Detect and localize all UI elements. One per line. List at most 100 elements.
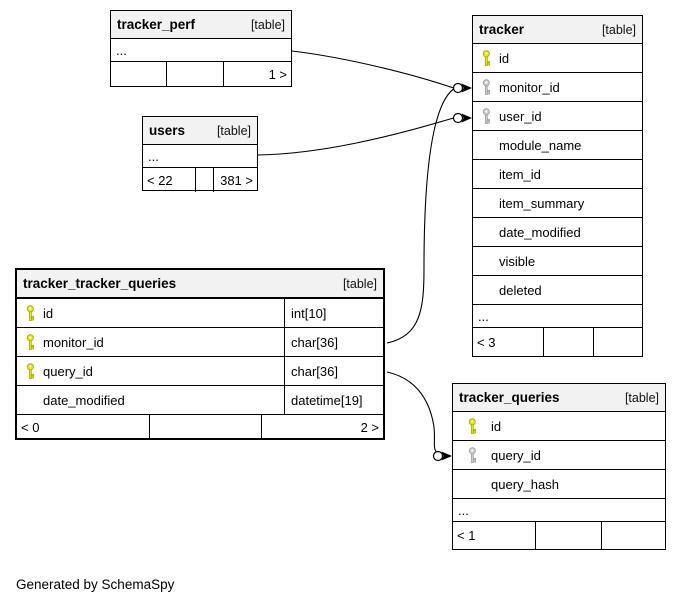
column-row-monitor_id[interactable]: monitor_id [473,73,642,102]
column-type: char[36] [284,357,383,385]
no-key-spacer [473,247,499,275]
column-type: datetime[19] [284,386,383,414]
table-tracker-perf[interactable]: tracker_perf [table] ... 1 > [110,10,292,87]
footer-parents-count [593,328,642,356]
column-name: monitor_id [499,79,560,95]
column-row-id[interactable]: id [473,44,642,73]
column-name: query_hash [491,476,559,492]
table-name[interactable]: tracker_queries [459,390,560,405]
footer-parents-count: 1 > [223,62,291,86]
footer-children-count: < 0 [21,419,40,435]
footer-children-count: < 1 [457,528,476,543]
column-name: date_modified [43,392,125,408]
column-name: item_summary [499,195,585,211]
no-key-spacer [473,189,499,217]
column-row-query_id[interactable]: query_id char[36] [17,357,383,386]
footer-children-count: < 22 [147,172,173,188]
table-users[interactable]: users [table] ... < 22 381 > [142,116,258,192]
primary-key-icon [17,299,43,327]
column-row-user_id[interactable]: user_id [473,102,642,131]
column-name: user_id [499,108,542,124]
footer-middle-cell [543,328,593,356]
no-key-spacer [473,218,499,246]
column-row-visible[interactable]: visible [473,247,642,276]
hidden-columns-ellipsis: ... [143,145,257,168]
primary-key-icon [17,357,43,385]
table-type-label: [table] [216,123,251,138]
primary-key-icon [453,412,491,440]
footer-children-count [111,62,166,86]
table-tracker-queries[interactable]: tracker_queries [table] id query_id query_… [452,383,666,550]
column-row-query_id[interactable]: query_id [453,441,665,470]
table-footer: < 22 381 > [143,168,257,192]
footer-middle-cell [195,168,213,192]
column-name: id [491,418,502,434]
table-header-users[interactable]: users [table] [143,117,257,145]
crowfoot-arrow-query-id [441,451,452,461]
table-footer: < 0 2 > [17,415,383,439]
table-name[interactable]: tracker_perf [117,17,196,32]
generated-by-text: Generated by SchemaSpy [16,577,175,592]
table-type-label: [table] [601,22,636,37]
table-type-label: [table] [624,390,659,405]
primary-key-icon [473,44,499,72]
relationship-line-users-tracker [257,117,454,156]
footer-parents-count: 2 > [261,415,383,439]
column-row-query_hash[interactable]: query_hash [453,470,665,499]
column-name: id [499,50,510,66]
relationship-line-trackerperf-tracker [291,50,454,89]
table-footer: < 3 [473,328,642,356]
table-type-label: [table] [250,17,285,32]
table-header-tracker-queries[interactable]: tracker_queries [table] [453,384,665,412]
column-row-deleted[interactable]: deleted [473,276,642,305]
column-type: char[36] [284,328,383,356]
footer-children-count: < 3 [477,334,496,350]
no-key-spacer [453,470,491,498]
hidden-columns-ellipsis: ... [453,499,665,522]
table-name[interactable]: users [149,123,186,138]
column-name: module_name [499,137,582,153]
no-key-spacer [17,386,43,414]
column-name: query_id [43,363,93,379]
footer-middle-cell [535,522,601,549]
table-header-tracker-perf[interactable]: tracker_perf [table] [111,11,291,39]
footer-middle-cell [149,415,261,439]
column-type: int[10] [284,299,383,327]
table-name[interactable]: tracker_tracker_queries [23,276,177,291]
hidden-columns-ellipsis: ... [473,305,642,328]
column-row-date_modified[interactable]: date_modified [473,218,642,247]
column-name: query_id [491,447,541,463]
foreign-key-icon [453,441,491,469]
primary-key-icon [17,328,43,356]
foreign-key-icon [473,73,499,101]
table-footer: < 1 [453,522,665,549]
column-row-item_id[interactable]: item_id [473,160,642,189]
column-row-item_summary[interactable]: item_summary [473,189,642,218]
column-row-date_modified[interactable]: date_modified datetime[19] [17,386,383,415]
footer-middle-cell [166,62,223,86]
relationship-line-ttq-tracker [386,88,454,344]
column-row-module_name[interactable]: module_name [473,131,642,160]
column-name: item_id [499,166,541,182]
table-footer: 1 > [111,62,291,86]
crowfoot-arrow-user-id [461,113,472,123]
table-type-label: [table] [342,276,377,291]
foreign-key-icon [473,102,499,130]
table-header-tracker[interactable]: tracker [table] [473,16,642,44]
no-key-spacer [473,276,499,304]
column-name: date_modified [499,224,581,240]
column-rows: id query_id query_hash [453,412,665,499]
zero-or-one-connector-user-id [452,112,464,124]
table-name[interactable]: tracker [479,22,525,37]
table-header-tracker-tracker-queries[interactable]: tracker_tracker_queries [table] [17,270,383,299]
zero-or-one-connector-monitor-id [452,82,464,94]
relationship-line-ttq-trackerqueries [386,371,437,452]
column-row-id[interactable]: id [453,412,665,441]
